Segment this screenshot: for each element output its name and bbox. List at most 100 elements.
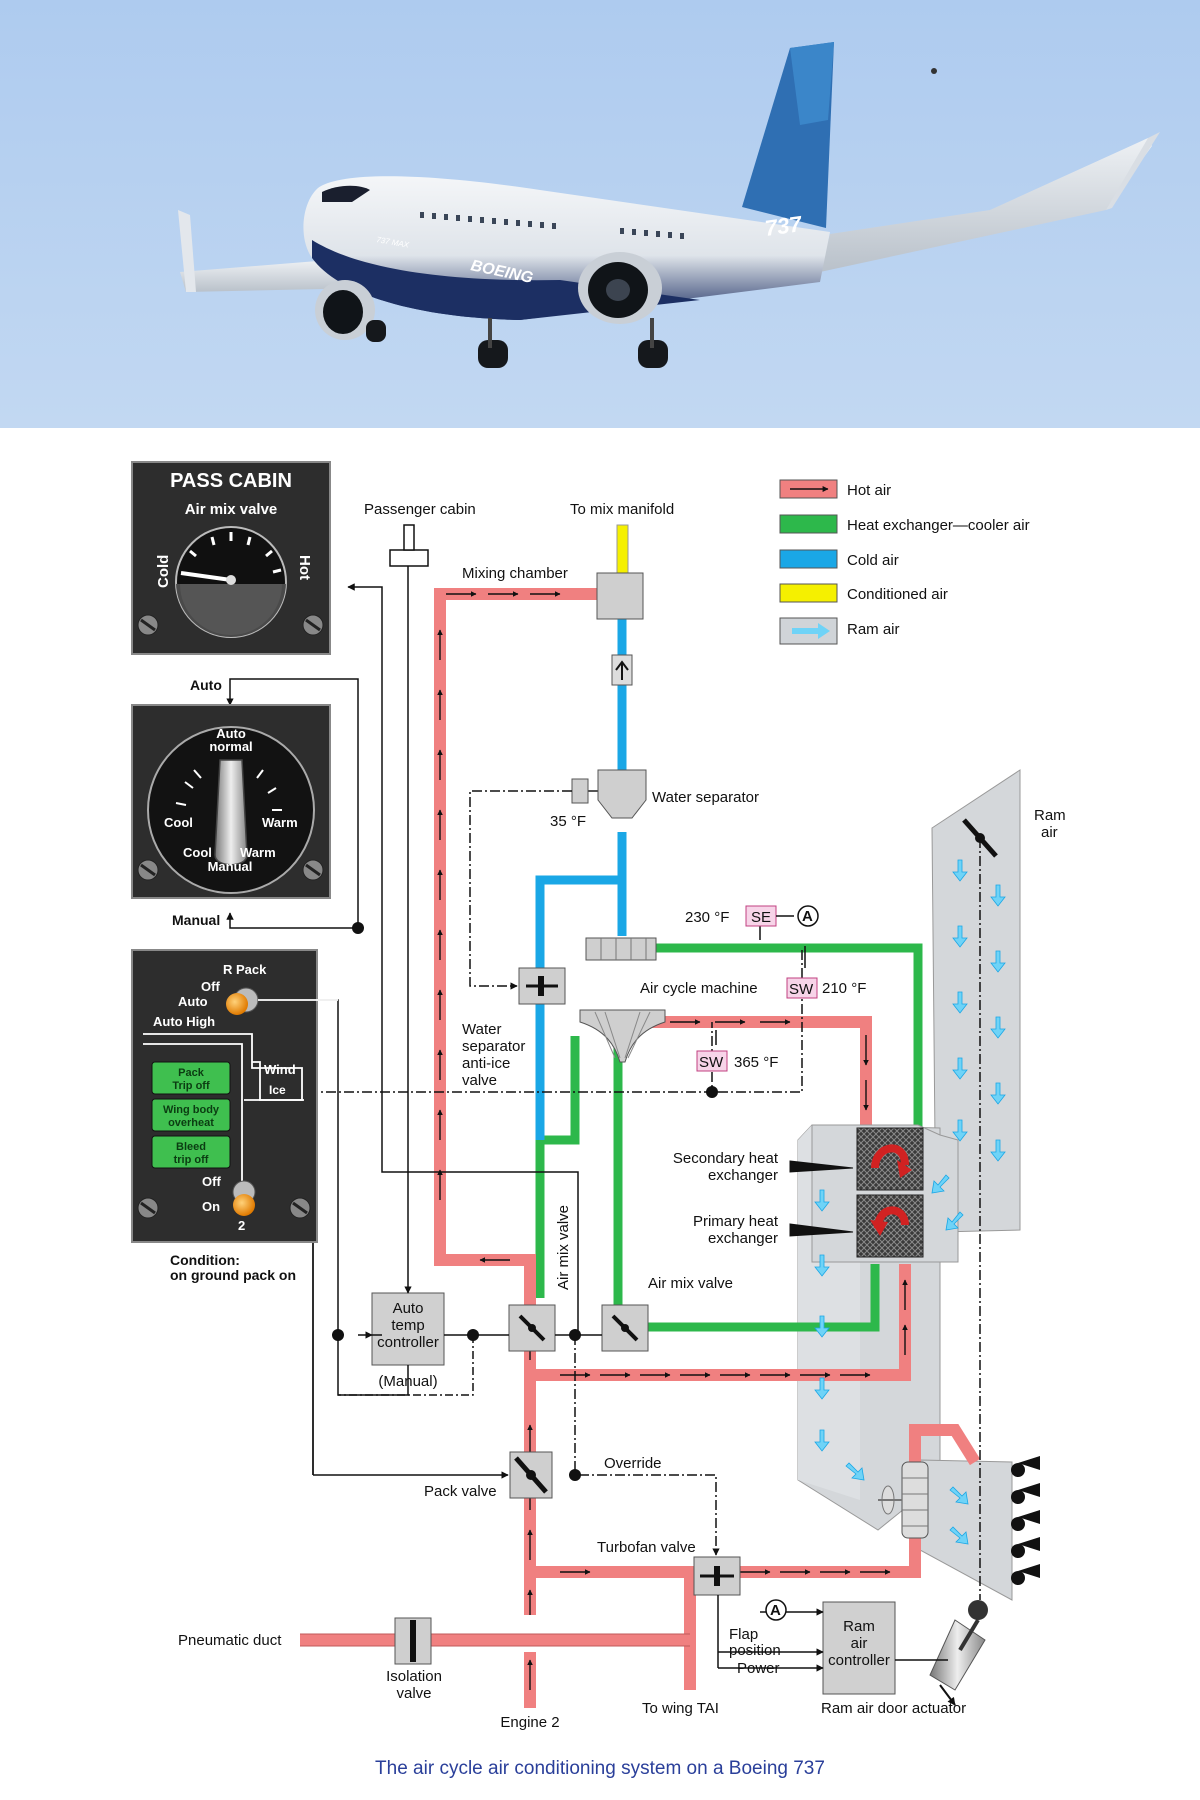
airplane-photo: BOEING 737 MAX 737 [0,0,1200,428]
se-label: SE [751,909,771,926]
label-isolation-valve-1: Isolation [386,1668,442,1685]
label-ws-anti-ice-3: anti-ice [462,1055,510,1072]
label-passenger-cabin: Passenger cabin [364,501,476,518]
label-ws-anti-ice-2: separator [462,1038,525,1055]
panel-pass-cabin: PASS CABIN Air mix valve Cold Hot [131,461,331,655]
label-to-mix-manifold: To mix manifold [570,501,674,518]
ice-label: Ice [269,1083,286,1097]
label-ram-controller-2: air [851,1635,868,1652]
connector-a-label: A [802,908,813,925]
bleed-off-label: Off [202,1174,221,1189]
temp-cool-label: Cool [164,815,193,830]
label-ram-air-1: Ram [1034,807,1066,824]
screw-icon [137,1197,159,1219]
sensor-sw-210: SW [786,977,818,999]
label-auto-temp-1: Auto [393,1300,424,1317]
hot-flow-arrows [437,591,908,1690]
junction-dots [332,922,718,1481]
temp-warm-label: Warm [262,815,298,830]
label-water-separator: Water separator [652,789,759,806]
screw-icon [302,859,324,881]
sensor-sw-365: SW [696,1050,728,1072]
label-secondary-hx-2: exchanger [708,1167,778,1184]
sw2-label: SW [699,1054,724,1071]
label-primary-hx-2: exchanger [708,1230,778,1247]
annunciator-pack-trip: Pack Trip off [151,1061,231,1095]
label-auto-temp-2: temp [391,1317,424,1334]
green-pipes [535,943,923,1332]
temp-manual-label: Manual [208,859,253,874]
connector-a2: A [765,1599,787,1621]
conditioned-pipe [616,524,629,576]
sensor-se: SE A [745,905,819,927]
label-ram-air-2: air [1041,824,1058,841]
isolation-valve [394,1617,432,1665]
legend-swatch-cold [779,549,838,569]
label-ws-anti-ice-1: Water [462,1021,501,1038]
ram-arrow-icon [792,623,830,639]
gauge-needle [180,571,232,582]
temp-warm2-label: Warm [240,845,276,860]
fan-turbine [878,1461,929,1539]
label-ram-controller-1: Ram [843,1618,875,1635]
screw-icon [137,859,159,881]
panel-temp-selector: Auto normal Cool Warm Cool Warm Manual [131,704,331,899]
tail-number: 737 [763,211,805,241]
screw-icon [137,614,159,636]
label-pointers [789,1160,854,1237]
screw-icon [289,1197,311,1219]
annunciator-wing-body: Wing body overheat [151,1098,231,1132]
legend-label-ram: Ram air [847,621,900,638]
label-power: Power [737,1660,780,1677]
pack-auto-label: Auto [178,994,208,1009]
pack-auto-high-label: Auto High [153,1014,215,1029]
label-to-wing-tai: To wing TAI [642,1700,719,1717]
bleed-switch-toggle[interactable] [233,1194,255,1216]
pack-switch-toggle[interactable] [226,993,248,1015]
label-ram-controller-3: controller [828,1652,890,1669]
mixing-chamber [596,572,644,620]
heat-exchangers [811,1124,959,1263]
legend-swatch-green [779,514,838,534]
label-manual-paren: (Manual) [378,1373,437,1390]
r-pack-label: R Pack [223,962,267,977]
water-separator-anti-ice-valve [518,967,566,1005]
airplane: BOEING 737 MAX 737 [178,42,1160,368]
label-pneumatic-duct: Pneumatic duct [178,1632,282,1649]
condition-label-2: on ground pack on [170,1267,296,1283]
annunciator-bleed-trip: Bleed trip off [151,1135,231,1169]
legend-swatch-conditioned [779,583,838,603]
panel-r-pack: R Pack Off Auto Auto High Wind Ice Pack … [131,949,338,1243]
pack-off-label: Off [201,979,220,994]
auto-ext-label: Auto [190,677,222,693]
label-auto-temp-3: controller [377,1334,439,1351]
air-mix-valve-right [601,1304,649,1352]
gauge-cold-label: Cold [155,555,172,588]
legend-label-cold: Cold air [847,552,899,569]
temp-auto-label: Auto [216,726,246,741]
pack-trip-text-1: Pack [178,1067,205,1079]
legend-label-hot: Hot air [847,482,891,499]
check-valve [611,654,633,686]
label-isolation-valve-2: valve [396,1685,431,1702]
temp-cool2-label: Cool [183,845,212,860]
label-override: Override [604,1455,662,1472]
ram-air-door-actuator [929,1600,988,1706]
water-separator [571,769,647,819]
gauge-hot-label: Hot [296,555,313,580]
wing-body-text-2: overheat [168,1117,214,1129]
label-pack-valve: Pack valve [424,1483,497,1500]
legend-label-conditioned: Conditioned air [847,586,948,603]
pass-cabin-subtitle: Air mix valve [185,501,278,518]
screw-icon [302,614,324,636]
condition-label-1: Condition: [170,1252,240,1268]
pack-trip-text-2: Trip off [172,1080,210,1092]
legend: Hot air Heat exchanger—cooler air Cold a… [779,479,1030,645]
label-flap-position-1: Flap [729,1626,758,1643]
hot-pipe-outline [300,1633,690,1647]
temp-selector-knob[interactable] [214,759,248,866]
air-conditioning-diagram: Hot air Heat exchanger—cooler air Cold a… [131,461,1066,1731]
temp-normal-label: normal [209,739,252,754]
air-mix-valve-left [508,1304,556,1352]
connector-a2-label: A [770,1602,781,1619]
